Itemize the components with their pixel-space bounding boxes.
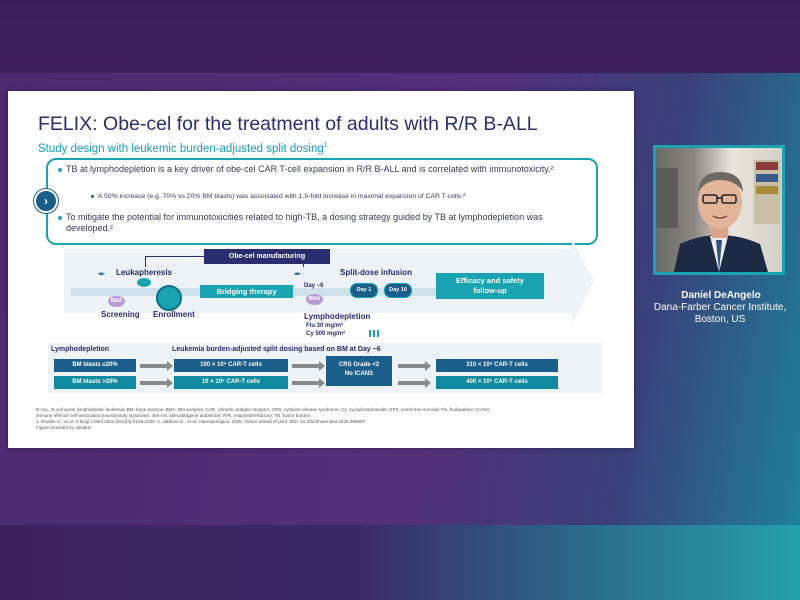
speaker-portrait <box>656 160 780 272</box>
presentation-slide: FELIX: Obe-cel for the treatment of adul… <box>8 91 634 448</box>
subtitle-text: Study design with leukemic burden-adjust… <box>38 142 324 155</box>
crs-line1: CRS Grade <2 <box>338 362 380 368</box>
day1-pill: Day 1 <box>350 283 378 298</box>
syringe-icon: ✒ <box>294 269 302 279</box>
arrow-right-icon <box>398 378 431 388</box>
timeline-bar <box>71 288 541 296</box>
bullet-2: A 50% increase (e.g. 70% vs 20% BM blast… <box>98 193 466 200</box>
split-dose-infusion-label: Split-dose infusion <box>340 268 412 277</box>
arrow-right-icon <box>398 361 431 371</box>
manufacturing-label: Obe-cel manufacturing <box>204 249 330 264</box>
syringe-icon: ✒ <box>98 269 106 279</box>
table-header-lymphodepletion: Lymphodepletion <box>51 346 110 353</box>
speaker-affiliation-line1: Dana-Farber Cancer Institute, <box>653 302 787 313</box>
row2-blasts-cell: BM blasts >20% <box>54 376 136 389</box>
dose-marks <box>369 324 381 342</box>
leukapheresis-marker <box>137 278 151 287</box>
bma-marker: BMA <box>306 294 323 305</box>
footnote-references: 1. Roddie C., et al. N Engl J Med 2024;3… <box>36 419 367 424</box>
footnote-abbrev-1: B-ALL, B-cell acute lymphoblastic leukem… <box>36 407 491 412</box>
speaker-video-frame <box>653 145 785 275</box>
lymphodepletion-label: Lymphodepletion <box>304 312 371 321</box>
arrow-right-icon <box>140 361 173 371</box>
cy-dose-label: Cy 500 mg/m² <box>306 331 346 337</box>
efficacy-followup-box: Efficacy and safety follow-up <box>436 273 544 299</box>
arrow-right-icon <box>292 361 325 371</box>
bridging-therapy-box: Bridging therapy <box>200 285 293 298</box>
slide-subtitle: Study design with leukemic burden-adjust… <box>38 142 328 155</box>
enrollment-label: Enrollment <box>153 310 195 319</box>
speaker-affiliation-line2: Boston, US <box>694 314 746 325</box>
crs-condition-box: CRS Grade <2 No ICANS <box>326 356 392 386</box>
key-points-box <box>46 158 598 245</box>
day-minus6-label: Day −6 <box>304 283 324 289</box>
sub-bullet-dot <box>91 195 94 198</box>
flu-dose-label: Flu 30 mg/m² <box>306 323 344 329</box>
speaker-name: Daniel DeAngelo <box>681 290 761 301</box>
row1-dose1-cell: 100 × 10⁶ CAR-T cells <box>174 359 288 372</box>
bullet-1: TB at lymphodepletion is a key driver of… <box>66 164 554 174</box>
row1-blasts-cell: BM blasts ≤20% <box>54 359 136 372</box>
slide-title: FELIX: Obe-cel for the treatment of adul… <box>38 113 538 135</box>
footnote-figure-credit: Figure provided by speaker. <box>36 425 93 430</box>
bullet-dot <box>58 168 62 172</box>
enrollment-marker <box>156 285 182 311</box>
row2-dose1-cell: 10 × 10⁶ CAR-T cells <box>174 376 288 389</box>
bullet-dot <box>58 216 62 220</box>
arrow-right-icon <box>292 378 325 388</box>
bullet-3: To mitigate the potential for immunotoxi… <box>66 212 543 233</box>
efficacy-line1: Efficacy and safety <box>456 276 524 285</box>
subtitle-footnote-ref: 1 <box>323 142 328 149</box>
leukapheresis-label: Leukapheresis <box>116 268 173 277</box>
crs-line2: No ICANS <box>344 371 374 377</box>
footnote-abbrev-2: immune effector cell-associated neurotox… <box>36 413 312 418</box>
efficacy-line2: follow-up <box>473 286 507 295</box>
row2-dose2-cell: 400 × 10⁶ CAR-T cells <box>436 376 558 389</box>
bma-marker: BMA <box>108 296 125 307</box>
background-bottom-band <box>0 525 800 600</box>
row1-dose2-cell: 310 × 10⁶ CAR-T cells <box>436 359 558 372</box>
arrow-right-icon <box>140 378 173 388</box>
chevron-right-icon[interactable]: › <box>34 189 58 213</box>
speaker-affiliation: Dana-Farber Cancer Institute, Boston, US <box>640 302 800 326</box>
speaker-video <box>656 148 782 272</box>
timeline-arrow-tip <box>572 239 594 323</box>
day10-pill: Day 10 <box>384 283 412 298</box>
table-header-split-dosing: Leukemia burden-adjusted split dosing ba… <box>172 346 381 353</box>
screening-label: Screening <box>101 310 140 319</box>
